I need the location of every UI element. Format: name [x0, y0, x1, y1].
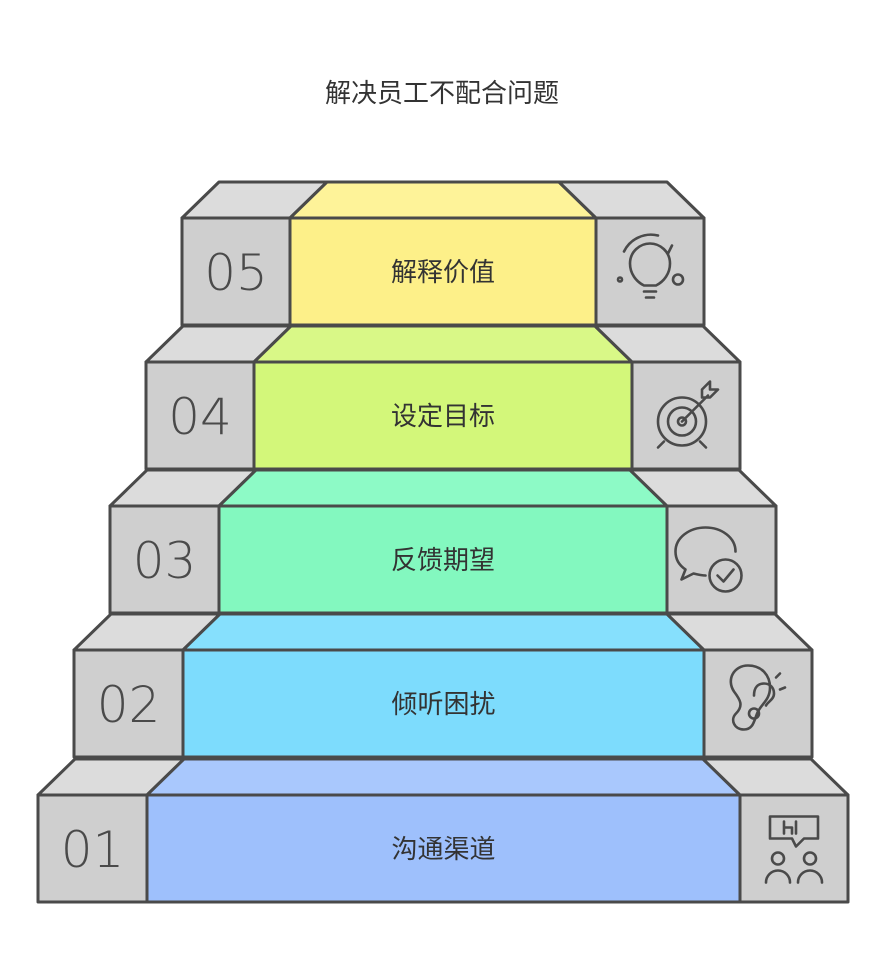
right-block — [702, 648, 814, 759]
lightbulb-icon — [616, 233, 685, 299]
center-block-top — [288, 180, 598, 220]
left-block — [36, 793, 149, 904]
step-label: 设定目标 — [391, 402, 495, 432]
staircase: 01 沟通渠道 02 倾听困扰 03 反馈期望 04 设定目标 05 解释价值 — [36, 180, 850, 904]
ear-icon — [729, 664, 787, 731]
diagram-title: 解决员工不配合问题 — [325, 79, 559, 109]
step-number: 04 — [168, 388, 232, 446]
step-03: 03 反馈期望 — [108, 468, 778, 615]
chat-check-icon — [674, 526, 743, 593]
step-number: 05 — [204, 244, 268, 302]
center-block-top — [181, 612, 706, 652]
center-block-top — [252, 324, 634, 364]
center-block-top — [145, 757, 742, 797]
target-icon — [656, 380, 720, 449]
center-block-top — [217, 468, 669, 508]
step-number: 01 — [61, 821, 125, 879]
step-label: 倾听困扰 — [391, 690, 495, 720]
step-number: 03 — [133, 532, 197, 590]
step-label: 解释价值 — [391, 258, 495, 288]
step-label: 沟通渠道 — [391, 835, 495, 865]
left-block — [72, 648, 185, 759]
right-block — [738, 793, 850, 904]
step-05: 05 解释价值 — [180, 180, 706, 327]
step-label: 反馈期望 — [391, 546, 495, 576]
left-block — [108, 504, 221, 615]
step-02: 02 倾听困扰 — [72, 612, 814, 759]
center-block — [288, 216, 598, 327]
step-04: 04 设定目标 — [144, 324, 742, 471]
people-talk-icon — [764, 815, 824, 884]
center-block — [181, 648, 706, 759]
center-block — [217, 504, 669, 615]
step-01: 01 沟通渠道 — [36, 757, 850, 904]
left-block — [180, 216, 292, 327]
center-block — [145, 793, 742, 904]
right-block — [630, 360, 742, 471]
step-number: 02 — [97, 676, 161, 734]
